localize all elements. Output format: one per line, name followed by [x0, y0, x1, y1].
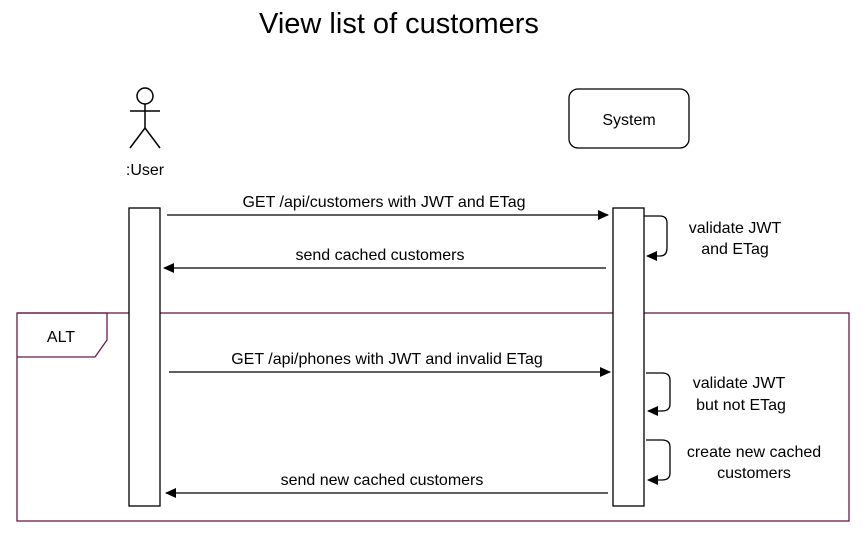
self-call-note-create-cache-line2: customers — [717, 465, 791, 482]
message-label-send-cached-customers: send cached customers — [296, 247, 465, 264]
message-label-get-customers: GET /api/customers with JWT and ETag — [242, 194, 525, 211]
self-call-note-create-cache-line1: create new cached — [687, 444, 821, 461]
user-actor-icon — [129, 87, 161, 149]
message-label-get-phones: GET /api/phones with JWT and invalid ETa… — [231, 351, 543, 368]
message-label-send-new-cached-customers: send new cached customers — [281, 472, 484, 489]
system-participant-box — [568, 88, 690, 149]
self-call-note-validate-jwt-etag-line2: and ETag — [701, 241, 769, 258]
alt-fragment-operator-box — [17, 312, 108, 358]
self-call-arrow-create-cache — [646, 439, 671, 485]
system-activation-bar — [612, 207, 645, 507]
user-actor-label: :User — [126, 162, 165, 179]
user-activation-bar — [128, 207, 161, 507]
self-call-note-validate-jwt-not-etag-line1: validate JWT — [693, 375, 786, 392]
diagram-title: View list of customers — [259, 8, 539, 40]
alt-fragment-operator-label: ALT — [47, 329, 75, 346]
alt-fragment-frame — [16, 312, 850, 522]
self-call-note-validate-jwt-etag-line1: validate JWT — [689, 220, 782, 237]
system-participant-label: System — [602, 112, 655, 129]
self-call-arrow-validate-jwt-not-etag — [646, 372, 671, 416]
self-call-arrow-validate-jwt-etag — [644, 215, 668, 261]
self-call-note-validate-jwt-not-etag-line2: but not ETag — [696, 397, 786, 414]
